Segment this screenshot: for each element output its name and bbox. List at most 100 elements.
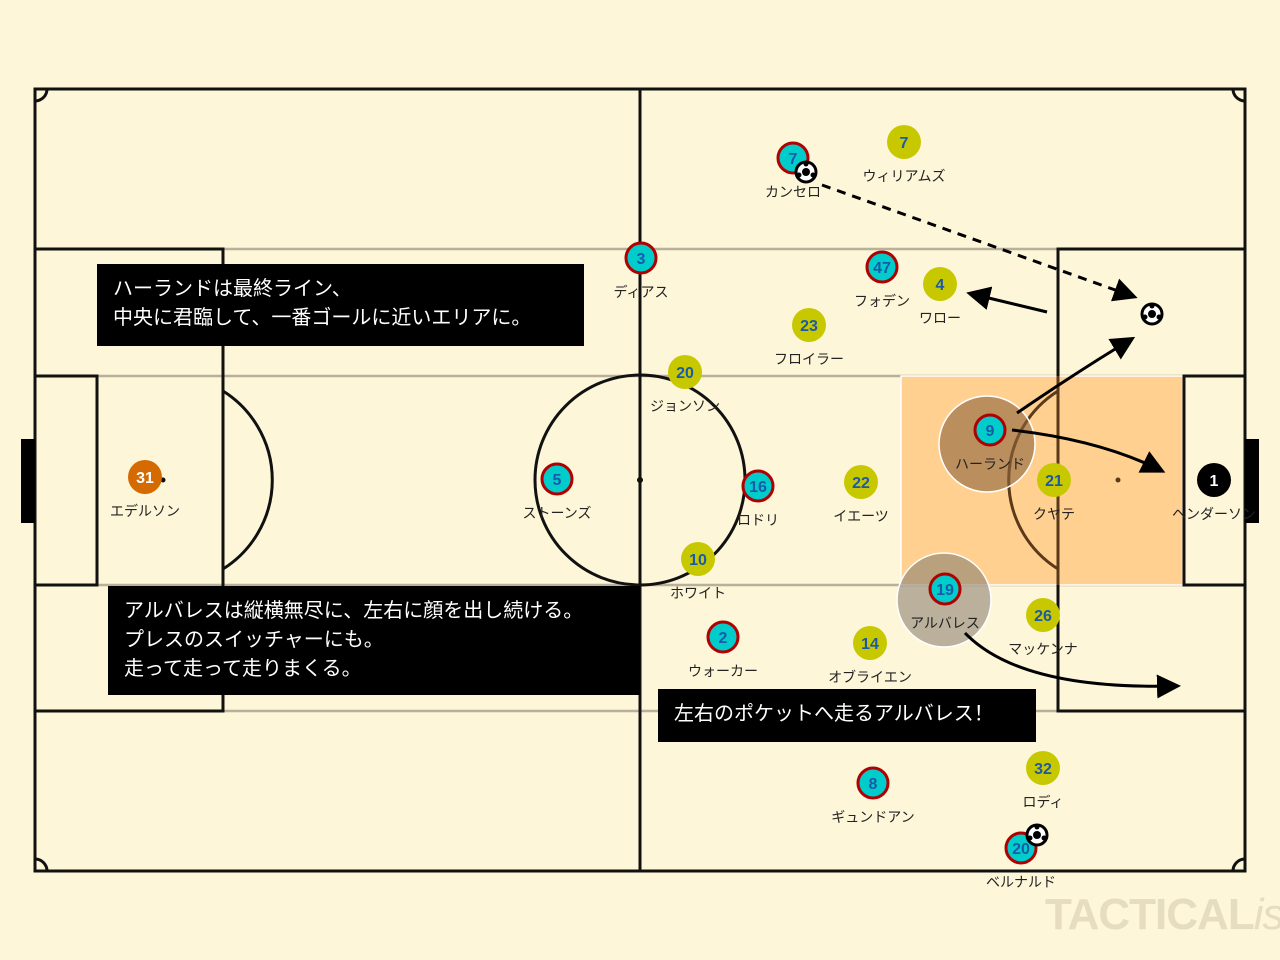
player-number: 20	[676, 365, 694, 382]
player-number: 23	[800, 318, 818, 335]
player-home_gk[interactable]: 31 エデルソン	[110, 460, 180, 520]
player-away[interactable]: 23 フロイラー	[774, 308, 844, 368]
player-name: イエーツ	[833, 509, 889, 525]
player-name: ホワイト	[670, 586, 726, 602]
player-name: フロイラー	[774, 352, 844, 368]
player-away[interactable]: 20 ジョンソン	[650, 355, 720, 415]
player-number: 1	[1210, 473, 1219, 490]
watermark-logo: TACTICALista	[1045, 890, 1280, 939]
run-arrow	[963, 631, 1181, 699]
player-marker	[865, 250, 899, 284]
player-home[interactable]: 8 ギュンドアン	[831, 766, 915, 826]
note-haaland: ハーランドは最終ライン、 中央に君臨して、一番ゴールに近いエリアに。	[97, 264, 584, 346]
player-marker	[844, 465, 878, 499]
players: 7カンセロ3ディアス47フォデン5ストーンズ16ロドリ9ハーランド19アルバレス…	[110, 125, 1256, 891]
player-number: 2	[719, 630, 728, 647]
player-name: エデルソン	[110, 503, 180, 520]
player-number: 19	[936, 582, 954, 599]
note-line: アルバレスは縦横無尽に、左右に顔を出し続ける。	[124, 598, 584, 622]
player-name: ディアス	[613, 284, 668, 301]
player-marker	[1026, 598, 1060, 632]
note-alvarez: アルバレスは縦横無尽に、左右に顔を出し続ける。 プレスのスイッチャーにも。 走っ…	[108, 586, 640, 695]
note-line: ハーランドは最終ライン、	[113, 276, 352, 300]
player-away[interactable]: 22 イエーツ	[833, 465, 889, 525]
player-number: 22	[852, 475, 870, 492]
player-name: ハーランド	[955, 457, 1025, 473]
player-marker	[128, 460, 162, 494]
run-arrow	[1016, 336, 1136, 415]
ball-icon	[1025, 823, 1049, 847]
player-home[interactable]: 16 ロドリ	[737, 469, 779, 529]
player-home[interactable]: 5 ストーンズ	[522, 462, 592, 522]
player-number: 8	[869, 776, 878, 793]
player-name: ロディ	[1022, 794, 1063, 811]
player-marker	[681, 542, 715, 576]
player-number: 26	[1034, 608, 1052, 625]
movement-arrows	[821, 183, 1181, 699]
player-number: 31	[136, 470, 154, 487]
player-number: 32	[1034, 761, 1052, 778]
player-away[interactable]: 32 ロディ	[1022, 751, 1064, 811]
player-away[interactable]: 21 クヤテ	[1033, 463, 1075, 523]
player-name: オブライエン	[828, 669, 912, 686]
player-number: 3	[637, 251, 646, 268]
player-name: フォデン	[854, 293, 910, 310]
player-name: ウィリアムズ	[862, 169, 945, 185]
player-marker	[741, 469, 775, 503]
player-marker	[887, 125, 921, 159]
player-marker	[540, 462, 574, 496]
note-line: 左右のポケットへ走るアルバレス！	[674, 701, 994, 725]
player-name: ベルナルド	[986, 875, 1056, 891]
player-away[interactable]: 10 ホワイト	[670, 542, 726, 602]
pass-arrow	[821, 183, 1138, 302]
player-name: アルバレス	[910, 616, 980, 632]
player-number: 7	[900, 135, 909, 152]
player-name: ウォーカー	[688, 664, 758, 680]
player-marker	[1037, 463, 1071, 497]
note-line: プレスのスイッチャーにも。	[124, 627, 384, 651]
player-marker	[853, 626, 887, 660]
player-marker	[856, 766, 890, 800]
run-arrow	[966, 286, 1048, 314]
player-marker	[928, 572, 962, 606]
player-home[interactable]: 19 アルバレス	[910, 572, 980, 632]
player-number: 4	[936, 277, 945, 294]
ball-icon	[794, 160, 818, 184]
note-line: 中央に君臨して、一番ゴールに近いエリアに。	[113, 305, 532, 329]
player-marker	[1026, 751, 1060, 785]
player-name: ジョンソン	[650, 399, 720, 415]
player-home[interactable]: 9 ハーランド	[955, 413, 1025, 473]
player-name: クヤテ	[1033, 507, 1075, 523]
player-name: ストーンズ	[522, 506, 591, 522]
player-name: カンセロ	[765, 185, 821, 201]
player-name: ロドリ	[737, 513, 779, 529]
player-number: 21	[1045, 473, 1063, 490]
player-marker	[1197, 463, 1231, 497]
player-number: 5	[553, 472, 562, 489]
player-name: ギュンドアン	[831, 810, 914, 826]
player-home[interactable]: 2 ウォーカー	[688, 620, 758, 680]
player-marker	[668, 355, 702, 389]
player-away[interactable]: 14 オブライエン	[828, 626, 912, 686]
player-number: 16	[749, 479, 767, 496]
player-home[interactable]: 3 ディアス	[613, 241, 669, 301]
player-name: マッケンナ	[1008, 642, 1078, 658]
right-goal	[1245, 439, 1259, 523]
player-away[interactable]: 7 ウィリアムズ	[862, 125, 946, 185]
player-number: 7	[789, 151, 798, 168]
player-number: 9	[986, 423, 995, 440]
ball-icon	[1140, 302, 1164, 326]
player-number: 20	[1012, 841, 1030, 858]
left-goal	[21, 439, 35, 523]
player-away[interactable]: 26 マッケンナ	[1008, 598, 1078, 658]
player-marker	[792, 308, 826, 342]
player-marker	[624, 241, 658, 275]
player-marker	[973, 413, 1007, 447]
player-number: 10	[689, 552, 707, 569]
player-number: 14	[861, 636, 879, 653]
run-arrow	[1011, 428, 1166, 473]
